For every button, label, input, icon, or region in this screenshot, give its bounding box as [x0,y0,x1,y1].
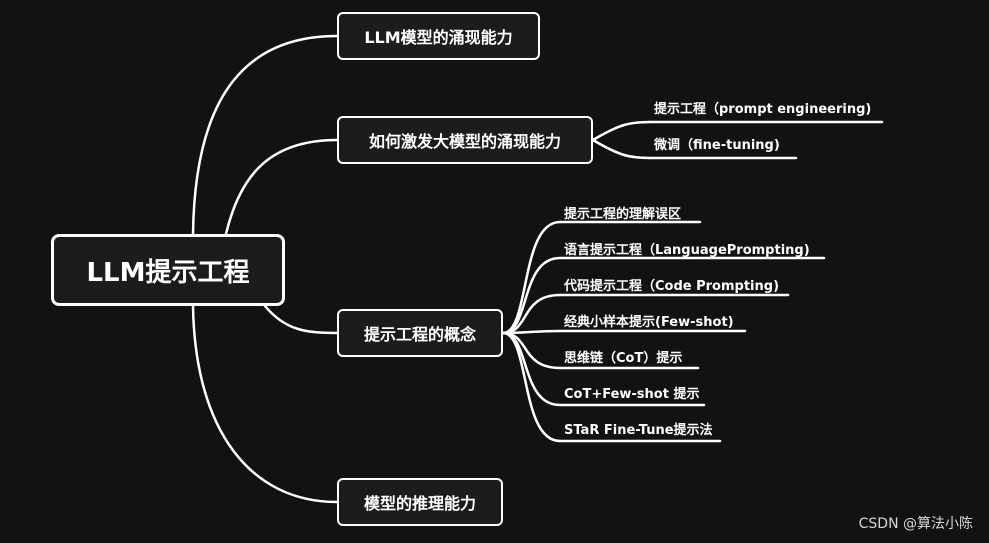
edge-branch3-child-7 [501,331,562,443]
leaf-node-chain-of-thought[interactable]: 思维链（CoT）提示 [564,351,683,366]
leaf-node-language-prompting[interactable]: 语言提示工程（LanguagePrompting) [564,243,810,258]
leaf-node-few-shot[interactable]: 经典小样本提示(Few-shot) [564,315,734,330]
branch-node-prompt-concept[interactable]: 提示工程的概念 [337,309,503,357]
edge-branch3-child-1 [501,220,562,335]
leaf-node-fine-tuning[interactable]: 微调（fine-tuning) [654,138,780,153]
leaf-node-prompt-engineering[interactable]: 提示工程（prompt engineering) [654,102,872,117]
edge-branch3-child-2 [501,256,562,335]
branch-node-reasoning-ability[interactable]: 模型的推理能力 [337,478,503,526]
edge-branch3-child-6 [501,331,562,407]
edge-branch2-child-2 [591,138,652,160]
branch-node-emergent-ability[interactable]: LLM模型的涌现能力 [337,12,540,60]
edge-root-branch-3 [263,304,339,335]
branch-node-label: 如何激发大模型的涌现能力 [368,132,561,151]
watermark-text: CSDN @算法小陈 [858,516,973,532]
root-node[interactable]: LLM提示工程 [51,234,285,306]
branch-node-label: LLM模型的涌现能力 [364,28,513,47]
edge-root-branch-2 [224,138,339,236]
leaf-node-star-fine-tune[interactable]: STaR Fine-Tune提示法 [564,423,713,438]
edge-root-branch-4 [191,304,339,504]
root-node-label: LLM提示工程 [86,257,250,288]
leaf-node-misconceptions[interactable]: 提示工程的理解误区 [564,207,682,222]
edge-root-branch-1 [191,34,339,236]
branch-node-how-to-elicit[interactable]: 如何激发大模型的涌现能力 [337,116,593,164]
edge-branch2-child-1 [591,120,652,142]
leaf-node-code-prompting[interactable]: 代码提示工程（Code Prompting) [564,279,780,294]
branch-node-label: 提示工程的概念 [363,325,476,344]
branch-node-label: 模型的推理能力 [363,494,476,513]
leaf-node-cot-few-shot[interactable]: CoT+Few-shot 提示 [564,387,700,402]
